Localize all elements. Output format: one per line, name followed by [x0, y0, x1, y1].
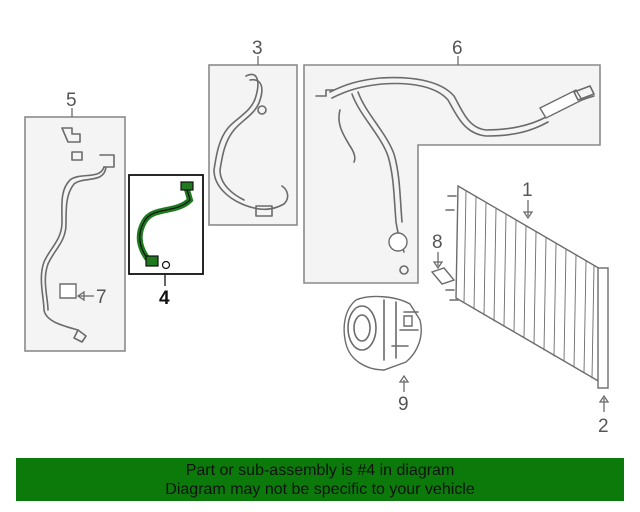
- receiver-drier: [597, 267, 609, 389]
- part-1-group[interactable]: 1: [445, 180, 603, 384]
- callout-6[interactable]: 6: [452, 38, 463, 59]
- callout-8[interactable]: 8: [432, 232, 443, 253]
- part-5-box: [24, 116, 126, 352]
- callout-9[interactable]: 9: [398, 394, 409, 415]
- banner-line-2: Diagram may not be specific to your vehi…: [165, 481, 475, 498]
- callout-4[interactable]: 4: [159, 288, 170, 309]
- part-3-box: [208, 64, 298, 226]
- part-6-group[interactable]: 6: [303, 38, 601, 284]
- part-5-group[interactable]: 5 7: [24, 90, 126, 352]
- callout-7[interactable]: 7: [96, 287, 107, 308]
- parts-diagram: 5 7 4 3 6: [24, 38, 610, 437]
- part-9-group[interactable]: 9: [343, 295, 422, 415]
- callout-2[interactable]: 2: [598, 416, 609, 437]
- info-banner: Part or sub-assembly is #4 in diagram Di…: [16, 458, 624, 501]
- part-2-group[interactable]: 2: [597, 267, 610, 437]
- part-3-group[interactable]: 3: [208, 38, 298, 226]
- part-8-group[interactable]: 8: [430, 232, 456, 285]
- callout-3[interactable]: 3: [252, 38, 263, 59]
- callout-5[interactable]: 5: [66, 90, 77, 111]
- part-6-box: [303, 64, 601, 284]
- callout-1[interactable]: 1: [522, 180, 533, 201]
- part-4-group[interactable]: 4: [128, 174, 204, 309]
- banner-line-1: Part or sub-assembly is #4 in diagram: [185, 462, 455, 479]
